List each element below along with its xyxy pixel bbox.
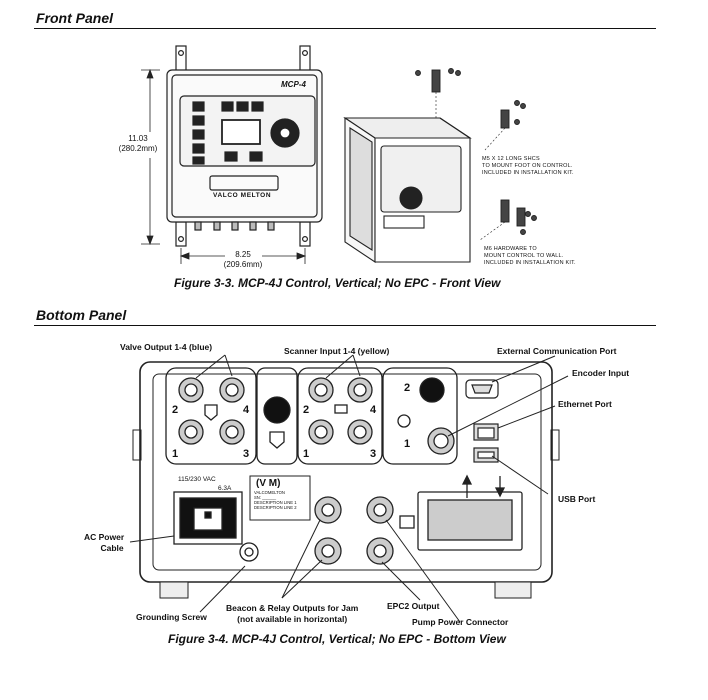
encoder-input-label: Encoder Input	[572, 368, 630, 378]
dimension-lines	[141, 68, 307, 264]
valve-output-block	[165, 367, 257, 465]
vm-logo: (V M)	[256, 478, 281, 489]
m5-note-line-1: M5 X 12 LONG SHCS	[482, 156, 540, 162]
beacon-line-1: Beacon & Relay Outputs for Jam	[226, 603, 359, 613]
beacon-line-2: (not available in horizontal)	[237, 614, 348, 624]
m6-note-line-2: MOUNT CONTROL TO WALL.	[484, 253, 564, 259]
scanner-port-4: 4	[370, 404, 377, 416]
scanner-port-2: 2	[303, 404, 310, 416]
nameplate-line-2: SN: ______	[254, 495, 277, 500]
valve-port-4: 4	[243, 404, 250, 416]
ethernet-port-label: Ethernet Port	[558, 399, 612, 409]
ac-power-line-1: AC Power	[84, 532, 125, 542]
grounding-screw-label: Grounding Screw	[136, 612, 207, 622]
nameplate-text: VALCOMELTON SN: ______ DESCRIPTION LINE …	[254, 490, 297, 510]
height-dimension: 11.03 (280.2mm)	[114, 134, 162, 154]
bottom-panel-rule	[34, 325, 656, 326]
epc2-output-label: EPC2 Output	[387, 601, 440, 611]
m6-note-line-3: INCLUDED IN INSTALLATION KIT.	[484, 260, 576, 266]
nameplate-line-1: VALCOMELTON	[254, 490, 285, 495]
m5-note-line-2: TO MOUNT FOOT ON CONTROL.	[482, 163, 573, 169]
front-enclosure	[166, 45, 323, 247]
brand-label: VALCO MELTON	[213, 192, 272, 199]
mcp-logo: MCP-4	[281, 80, 306, 89]
encoder-port-1: 1	[404, 438, 411, 450]
scanner-input-block	[297, 367, 383, 465]
isometric-enclosure	[343, 116, 472, 264]
scanner-port-3: 3	[370, 448, 377, 460]
height-dim-inches: 11.03	[128, 134, 148, 143]
nameplate-line-4: DESCRIPTION LINE 2	[254, 505, 297, 510]
front-figure-caption: Figure 3-3. MCP-4J Control, Vertical; No…	[174, 276, 501, 290]
front-panel-heading: Front Panel	[36, 10, 114, 26]
valve-port-1: 1	[172, 448, 179, 460]
fuse-label: 6.3A	[218, 485, 232, 492]
bottom-figure-caption: Figure 3-4. MCP-4J Control, Vertical; No…	[168, 632, 506, 646]
m6-hardware-note: M6 HARDWARE TO MOUNT CONTROL TO WALL. IN…	[484, 246, 576, 267]
jam-block	[256, 367, 298, 465]
ac-power-inlet	[173, 491, 259, 562]
ac-power-label: AC Power Cable	[84, 532, 124, 554]
encoder-block	[382, 367, 458, 465]
m5-hardware-note: M5 X 12 LONG SHCS TO MOUNT FOOT ON CONTR…	[482, 156, 574, 177]
hardware-parts	[415, 68, 537, 235]
m5-note-line-3: INCLUDED IN INSTALLATION KIT.	[482, 170, 574, 176]
lower-connectors	[314, 496, 415, 565]
callout-leaders	[129, 354, 569, 623]
valve-output-label: Valve Output 1-4 (blue)	[120, 342, 213, 352]
width-dim-mm: (209.6mm)	[223, 260, 263, 269]
beacon-relay-label: Beacon & Relay Outputs for Jam (not avai…	[226, 603, 358, 625]
bottom-panel-heading: Bottom Panel	[36, 307, 127, 323]
scanner-port-1: 1	[303, 448, 310, 460]
height-dim-mm: (280.2mm)	[118, 144, 158, 153]
usb-port-label: USB Port	[558, 494, 596, 504]
pump-power-label: Pump Power Connector	[412, 617, 509, 627]
comm-ports	[465, 379, 499, 463]
nameplate-line-3: DESCRIPTION LINE 1	[254, 500, 297, 505]
front-panel-rule	[34, 28, 656, 29]
valve-port-2: 2	[172, 404, 179, 416]
m6-note-line-1: M6 HARDWARE TO	[484, 246, 537, 252]
encoder-port-2: 2	[404, 382, 411, 394]
voltage-label: 115/230 VAC	[178, 476, 216, 483]
width-dimension: 8.25 (209.6mm)	[220, 250, 266, 270]
nameplate	[249, 475, 311, 521]
ac-power-line-2: Cable	[100, 543, 124, 553]
external-comm-label: External Communication Port	[497, 346, 617, 356]
valve-port-3: 3	[243, 448, 250, 460]
width-dim-inches: 8.25	[235, 250, 251, 259]
scanner-input-label: Scanner Input 1-4 (yellow)	[284, 346, 390, 356]
blank-plate	[417, 474, 523, 551]
